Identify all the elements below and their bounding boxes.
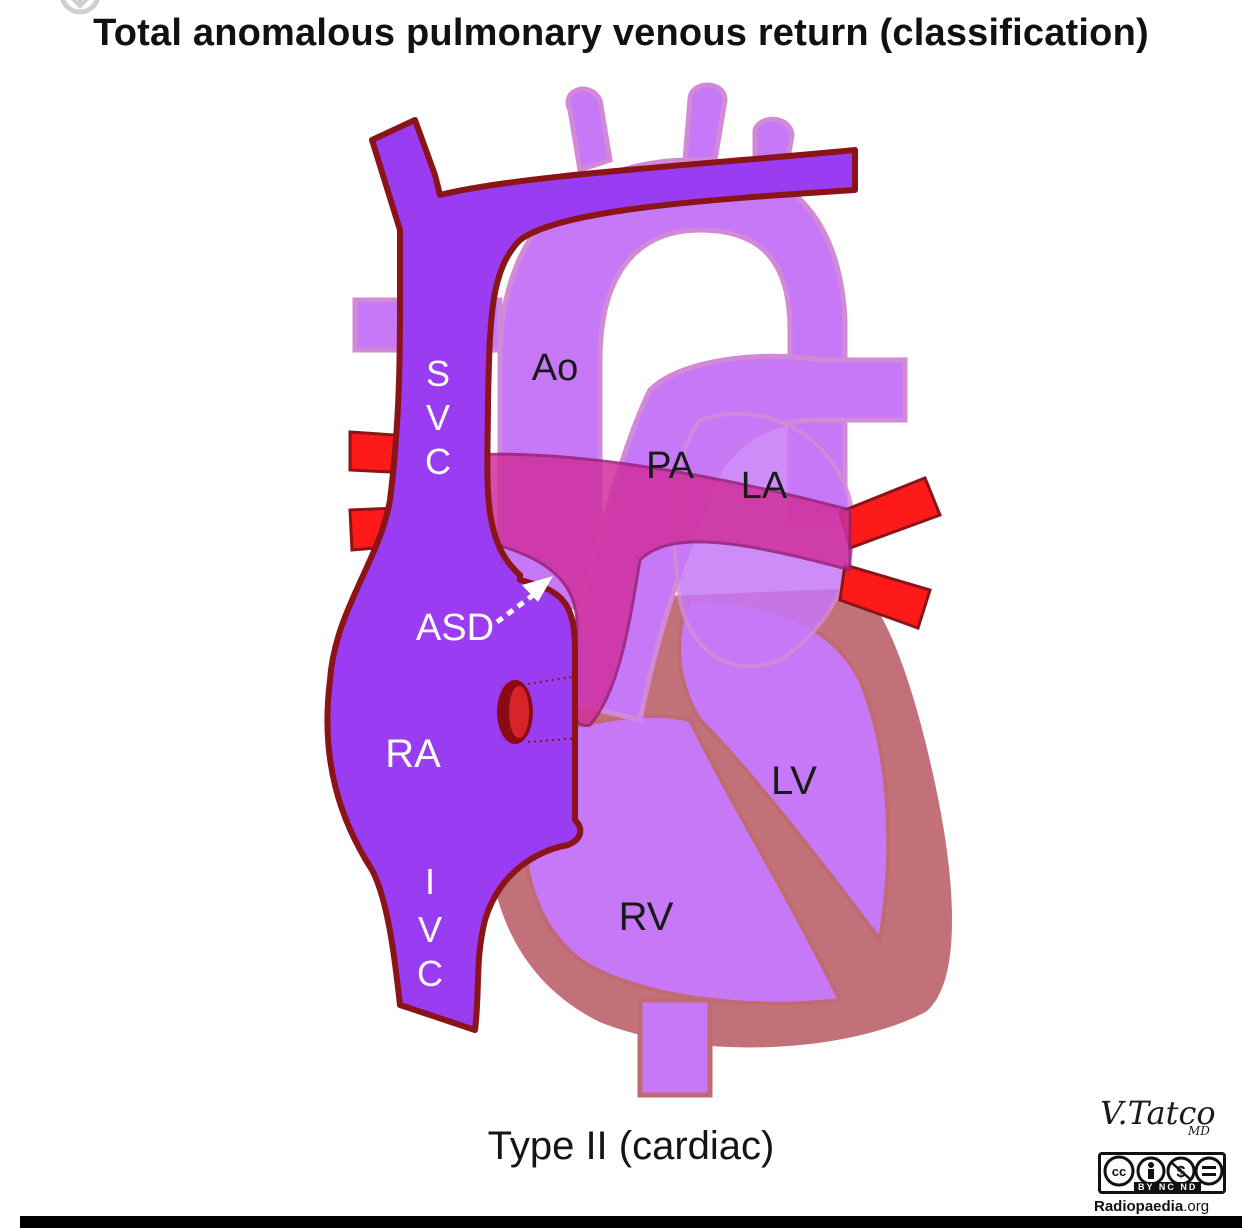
label-ivc-c: C <box>417 953 443 994</box>
figure-title: Total anomalous pulmonary venous return … <box>93 12 1149 54</box>
creative-commons-badge: cc $ <box>1098 1152 1226 1194</box>
figure-caption: Type II (cardiac) <box>487 1124 775 1168</box>
label-ivc-i: I <box>425 861 435 902</box>
radiopaedia-tld: .org <box>1183 1198 1210 1215</box>
svg-text:cc: cc <box>1112 1164 1126 1179</box>
license-labels: BY NC ND <box>1134 1182 1202 1192</box>
radiopaedia-wordmark: Radiopaedia.org <box>1094 1198 1209 1215</box>
bottom-black-bar <box>20 1216 1242 1228</box>
label-lv: LV <box>771 759 817 803</box>
label-svc-s: S <box>426 353 450 394</box>
label-svc-c: C <box>425 441 451 482</box>
label-ao: Ao <box>532 347 578 389</box>
cc-icon <box>1103 1155 1135 1187</box>
nd-equals-icon <box>1194 1156 1224 1186</box>
label-pa: PA <box>646 445 695 487</box>
attribution-logo[interactable]: V.Tatco MD cc $ BY NC ND Radiopaedia.org <box>1094 1094 1234 1216</box>
left-ventricle-cavity <box>677 597 891 945</box>
asd-flow-arrow <box>495 576 553 625</box>
right-ventricle-cavity <box>520 713 844 1006</box>
label-ivc-v: V <box>418 909 442 950</box>
author-signature: V.Tatco <box>1100 1094 1216 1132</box>
radiopaedia-site-name: Radiopaedia <box>1094 1198 1184 1215</box>
cropped-download-icon <box>60 0 100 15</box>
label-svc-v: V <box>426 397 450 438</box>
label-ra: RA <box>385 732 441 776</box>
coronary-sinus-connector-top <box>527 675 579 685</box>
coronary-sinus-ostium-inner <box>509 686 529 738</box>
coronary-sinus-connector-bottom <box>527 737 579 743</box>
svc-ra-ivc <box>324 117 858 1033</box>
label-asd: ASD <box>416 607 494 649</box>
head-neck-vessel-1 <box>565 86 613 174</box>
pulmonary-vein-left-upper <box>838 476 942 550</box>
author-signature-suffix: MD <box>1188 1124 1210 1138</box>
descending-vessel-bottom <box>637 997 713 1098</box>
cc-icons: cc $ <box>1103 1155 1224 1187</box>
pulmonary-vein-left-lower <box>838 563 932 630</box>
label-la: LA <box>741 465 788 507</box>
label-rv: RV <box>619 895 674 939</box>
head-neck-vessel-2 <box>682 82 728 163</box>
